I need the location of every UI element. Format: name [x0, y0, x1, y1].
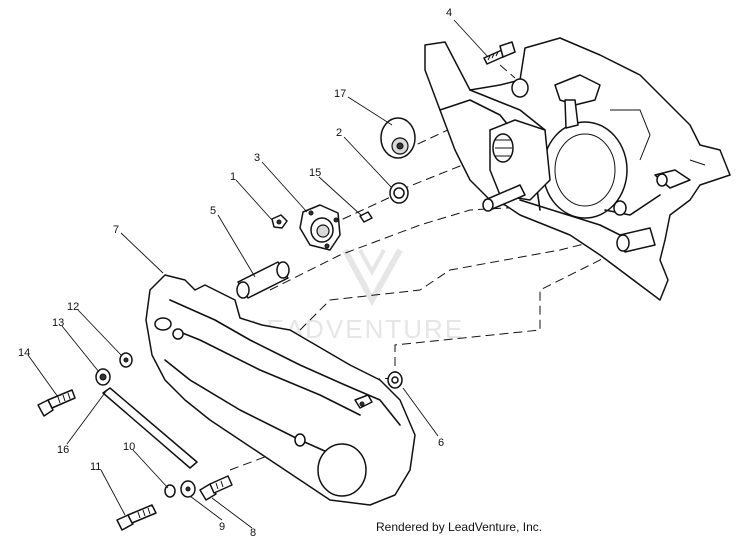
callout-11: 11 — [90, 461, 101, 473]
callout-15: 15 — [309, 167, 321, 179]
callout-9: 9 — [219, 521, 225, 533]
callout-8: 8 — [250, 527, 256, 538]
shield-7 — [145, 274, 416, 506]
footer-credit: Rendered by LeadVenture, Inc. — [376, 520, 543, 534]
callout-6: 6 — [438, 437, 444, 449]
bushing-6 — [387, 371, 403, 389]
leader-lines — [27, 19, 489, 529]
callout-7: 7 — [113, 224, 119, 236]
bolt-8 — [199, 475, 233, 501]
strip-16 — [102, 387, 198, 469]
spacer-tube-5 — [236, 261, 290, 299]
washer-12 — [119, 352, 133, 368]
bolt-14 — [37, 389, 76, 417]
bolt-11 — [116, 504, 157, 531]
callout-17: 17 — [334, 88, 346, 100]
nut-1 — [271, 214, 288, 229]
washer-9 — [180, 480, 196, 498]
callouts: 4 17 2 3 1 15 5 7 12 13 14 16 6 10 11 9 … — [18, 7, 452, 538]
callout-10: 10 — [123, 441, 135, 453]
screw-15 — [359, 211, 373, 223]
callout-16: 16 — [57, 444, 69, 456]
callout-3: 3 — [254, 152, 260, 164]
callout-14: 14 — [18, 347, 30, 359]
callout-5: 5 — [210, 205, 216, 217]
washer-13 — [95, 368, 111, 386]
callout-2: 2 — [336, 127, 342, 139]
callout-1: 1 — [230, 171, 236, 183]
flange-bearing-3 — [299, 204, 341, 251]
callout-4: 4 — [446, 7, 452, 19]
gearbox-housing — [424, 37, 731, 301]
bushing-2 — [389, 182, 409, 204]
callout-13: 13 — [52, 317, 64, 329]
pulley-17 — [380, 117, 416, 159]
callout-12: 12 — [67, 301, 79, 313]
bolt-4 — [483, 41, 516, 65]
